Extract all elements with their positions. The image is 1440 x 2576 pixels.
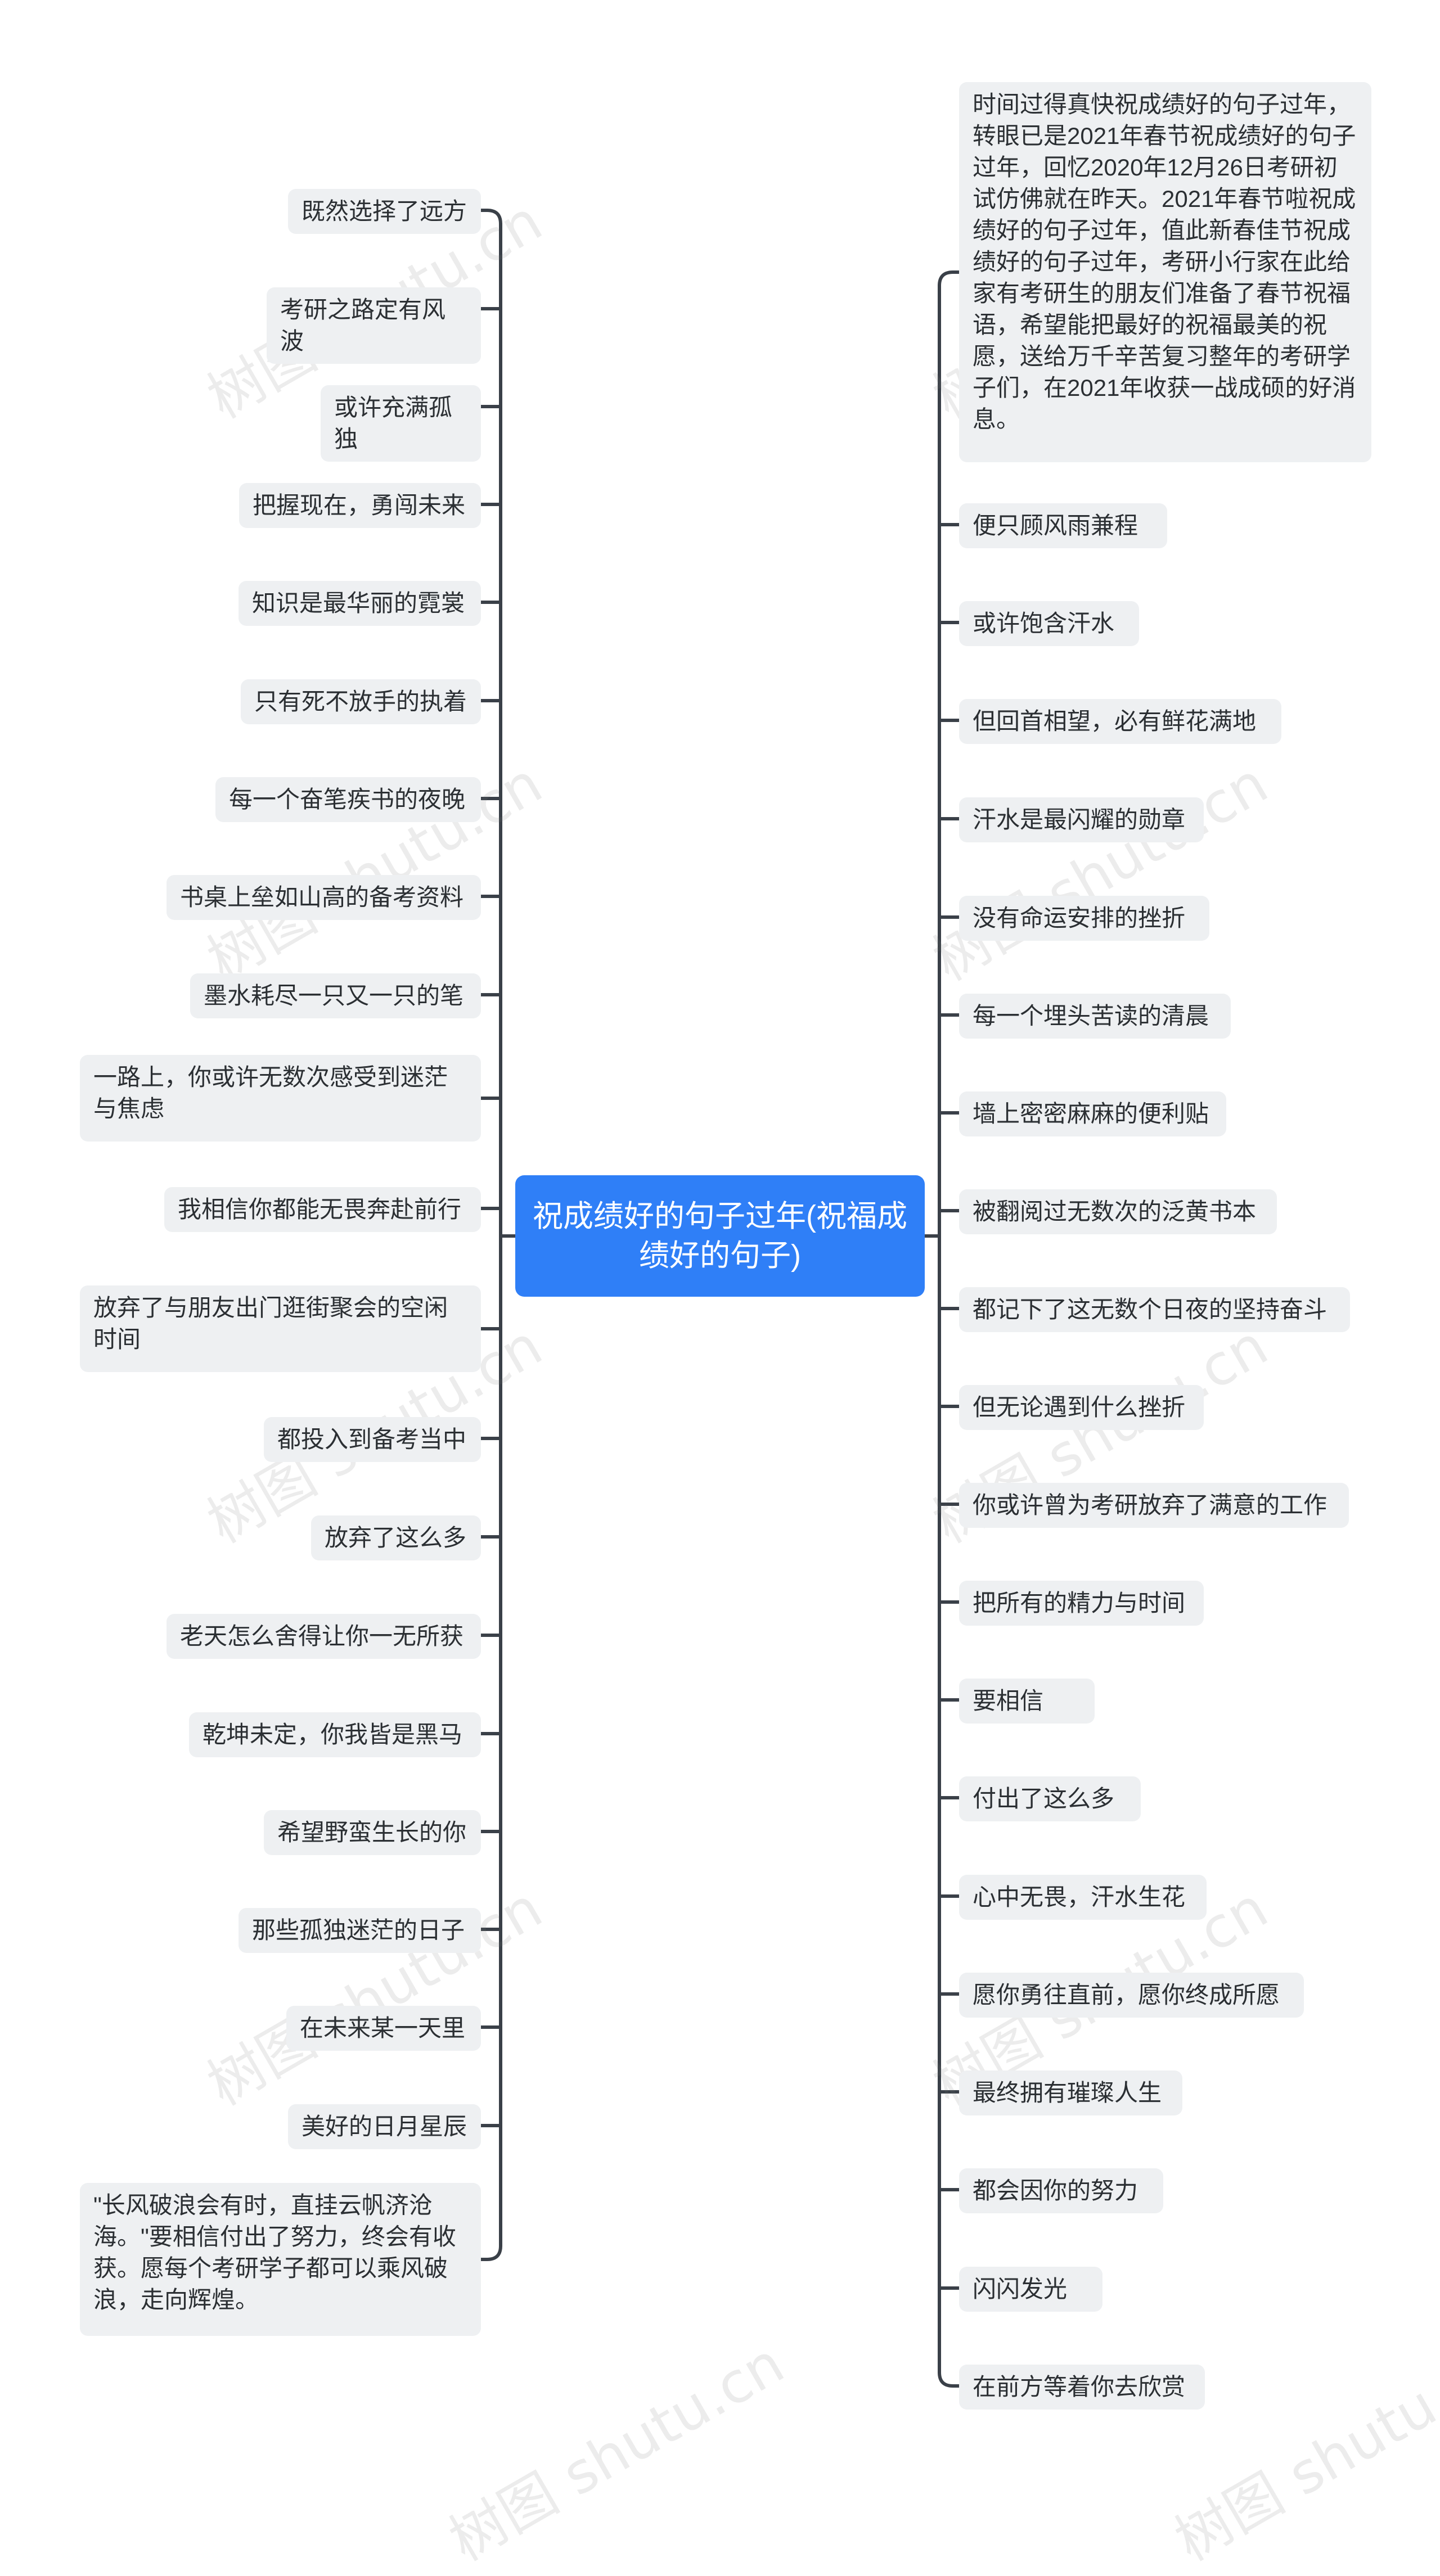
mind-map: 祝成绩好的句子过年(祝福成绩好的句子) 树图 shutu.cn 树图 shutu… xyxy=(80,82,1440,2574)
right-branch-node[interactable]: 便只顾风雨兼程 xyxy=(959,503,1167,548)
center-topic[interactable]: 祝成绩好的句子过年(祝福成绩好的句子) xyxy=(515,1175,925,1297)
left-branch-node[interactable]: 美好的日月星辰 xyxy=(288,2104,481,2149)
right-branch-node[interactable]: 你或许曾为考研放弃了满意的工作 xyxy=(959,1483,1349,1528)
right-branch-node[interactable]: 最终拥有璀璨人生 xyxy=(959,2070,1182,2115)
left-branch-node[interactable]: 放弃了与朋友出门逛街聚会的空闲时间 xyxy=(80,1285,481,1372)
right-branch-node[interactable]: 时间过得真快祝成绩好的句子过年，转眼已是2021年春节祝成绩好的句子过年，回忆2… xyxy=(959,82,1371,462)
right-branch-node[interactable]: 把所有的精力与时间 xyxy=(959,1581,1204,1626)
left-branch-node[interactable]: 把握现在，勇闯未来 xyxy=(239,483,481,528)
left-branch-node[interactable]: 墨水耗尽一只又一只的笔 xyxy=(190,973,481,1018)
right-branch-node[interactable]: 都记下了这无数个日夜的坚持奋斗 xyxy=(959,1287,1350,1332)
left-branch-node[interactable]: 一路上，你或许无数次感受到迷茫与焦虑 xyxy=(80,1055,481,1142)
right-branch-node[interactable]: 墙上密密麻麻的便利贴 xyxy=(959,1091,1226,1136)
left-branch-node[interactable]: 考研之路定有风波 xyxy=(267,287,481,364)
right-branch-node[interactable]: 都会因你的努力 xyxy=(959,2168,1163,2213)
right-branch-node[interactable]: 汗水是最闪耀的勋章 xyxy=(959,797,1204,842)
left-branch-node[interactable]: 乾坤未定，你我皆是黑马 xyxy=(189,1712,481,1757)
right-branch-node[interactable]: 在前方等着你去欣赏 xyxy=(959,2365,1205,2410)
left-branch-node[interactable]: 我相信你都能无畏奔赴前行 xyxy=(164,1187,481,1232)
right-branch-node[interactable]: 或许饱含汗水 xyxy=(959,601,1139,646)
left-branch-connector xyxy=(479,2244,502,2261)
right-branch-node[interactable]: 闪闪发光 xyxy=(959,2267,1102,2312)
right-branch-connector xyxy=(938,2371,961,2388)
connector-lines xyxy=(479,209,961,2388)
right-branch-node[interactable]: 每一个埋头苦读的清晨 xyxy=(959,994,1231,1039)
right-branch-node[interactable]: 愿你勇往直前，愿你终成所愿 xyxy=(959,1973,1304,2018)
right-branch-node[interactable]: 没有命运安排的挫折 xyxy=(959,896,1209,941)
left-branch-node[interactable]: 都投入到备考当中 xyxy=(264,1417,481,1462)
right-branch-node[interactable]: 付出了这么多 xyxy=(959,1776,1141,1821)
left-branch-node[interactable]: 或许充满孤独 xyxy=(321,385,481,462)
right-branch-node[interactable]: 被翻阅过无数次的泛黄书本 xyxy=(959,1189,1277,1234)
left-branch-node[interactable]: 每一个奋笔疾书的夜晚 xyxy=(215,777,481,822)
left-branch-node[interactable]: 放弃了这么多 xyxy=(311,1515,481,1560)
right-branch-connector xyxy=(938,270,961,287)
left-branch-node[interactable]: 老天怎么舍得让你一无所获 xyxy=(166,1614,481,1659)
left-branch-node[interactable]: 只有死不放手的执着 xyxy=(241,679,481,724)
right-branch-node[interactable]: 但回首相望，必有鲜花满地 xyxy=(959,699,1281,744)
left-branch-node[interactable]: 既然选择了远方 xyxy=(288,189,481,234)
left-branch-node[interactable]: 书桌上垒如山高的备考资料 xyxy=(166,875,481,920)
left-branch-node[interactable]: "长风破浪会有时，直挂云帆济沧海。"要相信付出了努力，终会有收获。愿每个考研学子… xyxy=(80,2183,481,2336)
left-branch-connector xyxy=(479,209,502,225)
left-branch-node[interactable]: 知识是最华丽的霓裳 xyxy=(238,581,481,626)
left-branch-node[interactable]: 那些孤独迷茫的日子 xyxy=(238,1908,481,1953)
right-branch-node[interactable]: 但无论遇到什么挫折 xyxy=(959,1385,1204,1430)
right-branch-node[interactable]: 心中无畏，汗水生花 xyxy=(959,1875,1207,1920)
left-branch-node[interactable]: 希望野蛮生长的你 xyxy=(264,1810,481,1855)
right-branch-node[interactable]: 要相信 xyxy=(959,1679,1095,1724)
left-branch-node[interactable]: 在未来某一天里 xyxy=(286,2006,481,2051)
